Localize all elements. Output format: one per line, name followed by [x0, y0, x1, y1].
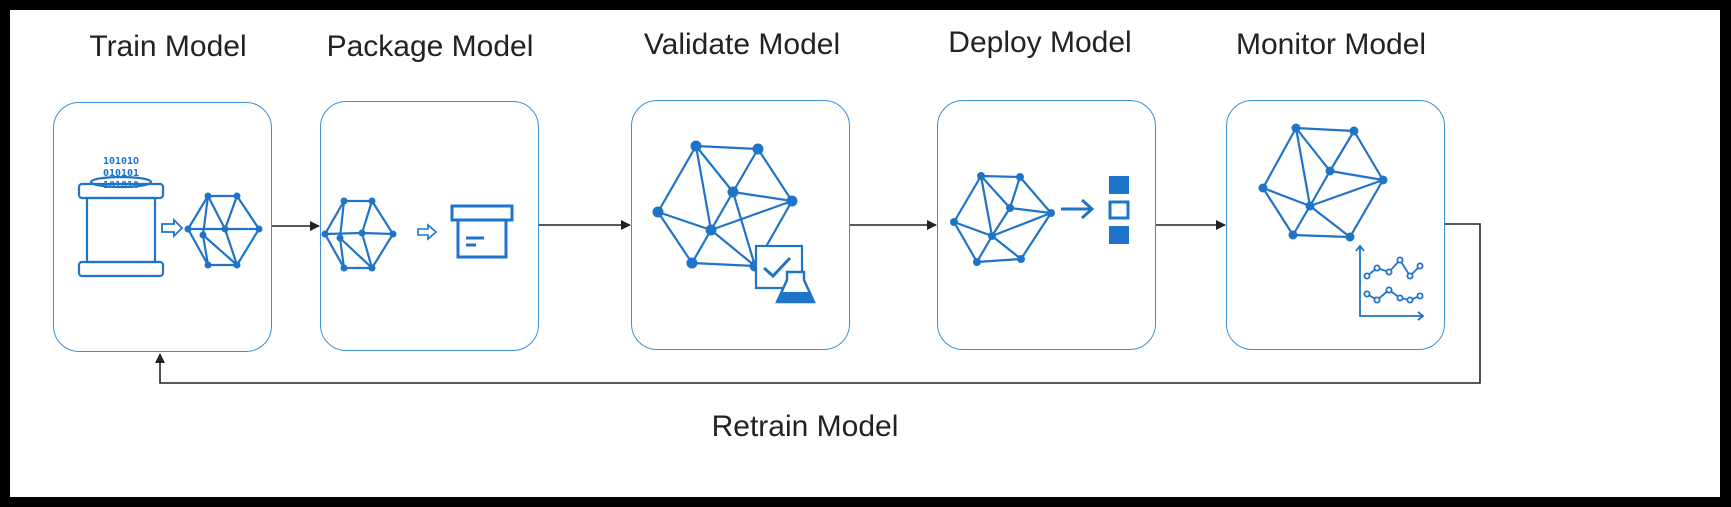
neural-network-icon-validate — [652, 140, 798, 272]
server-stack-icon — [1108, 176, 1130, 244]
stage-title-monitor: Monitor Model — [1235, 28, 1427, 61]
flask-icon — [775, 270, 816, 304]
database-icon — [77, 175, 165, 278]
line-chart-icon — [1355, 244, 1425, 321]
stage-title-package: Package Model — [326, 30, 534, 63]
binary-data-icon: 10101O 010101 101010 — [103, 156, 139, 191]
package-box-icon — [450, 204, 514, 259]
svg-text:010101: 010101 — [103, 168, 139, 179]
svg-text:101010: 101010 — [103, 180, 139, 191]
hollow-arrow-icon — [161, 217, 184, 239]
stage-title-deploy: Deploy Model — [948, 26, 1132, 59]
diagram-canvas: Train Model Package Model Validate Model… — [10, 10, 1720, 497]
neural-network-icon-package — [321, 197, 397, 272]
neural-network-icon-train — [184, 192, 263, 269]
neural-network-icon-deploy — [950, 172, 1055, 266]
deploy-arrow-icon — [1061, 198, 1095, 220]
svg-text:10101O: 10101O — [103, 156, 139, 167]
stage-box-deploy — [937, 100, 1156, 350]
neural-network-icon-monitor — [1258, 123, 1388, 242]
diagram-graphics: 10101O 010101 101010 — [77, 123, 1481, 384]
hollow-arrow-icon — [417, 223, 438, 241]
stage-title-train: Train Model — [89, 30, 247, 63]
stage-title-validate: Validate Model — [643, 28, 841, 61]
retrain-loop-arrow — [155, 223, 1481, 384]
retrain-model-label: Retrain Model — [711, 410, 899, 443]
